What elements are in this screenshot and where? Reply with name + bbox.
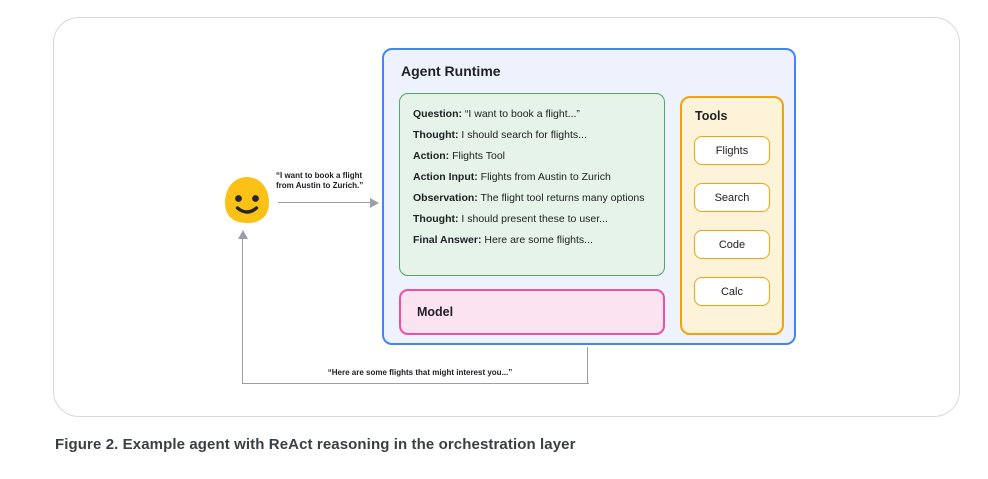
trace-line-action-input: Action Input: Flights from Austin to Zur… [413,167,651,188]
tools-title: Tools [695,109,728,123]
trace-line-final-answer: Final Answer: Here are some flights... [413,230,651,251]
trace-label: Action Input: [413,171,478,183]
tool-button-code: Code [694,230,770,259]
agent-runtime-title: Agent Runtime [401,63,501,79]
model-label: Model [417,305,454,319]
trace-text: I should search for flights... [461,129,587,141]
trace-text: The flight tool returns many options [480,192,645,204]
trace-label: Question: [413,108,462,120]
trace-text: Here are some flights... [484,234,593,246]
agent-response-label: “Here are some flights that might intere… [327,368,513,377]
trace-text: Flights from Austin to Zurich [480,171,611,183]
trace-line-action: Action: Flights Tool [413,146,651,167]
trace-line-thought2: Thought: I should present these to user.… [413,209,651,230]
trace-line-question: Question: “I want to book a flight...” [413,104,651,125]
tool-button-calc: Calc [694,277,770,306]
trace-label: Thought: [413,129,459,141]
response-arrow-head-icon [237,230,248,239]
trace-label: Action: [413,150,450,162]
trace-text: I should present these to user... [461,213,608,225]
response-arrow-drop-segment [587,347,588,384]
user-emoji-icon [225,177,269,223]
model-box: Model [399,289,665,335]
tools-list: Flights Search Code Calc [682,136,782,306]
user-request-label: “I want to book a flight from Austin to … [276,171,382,191]
trace-label: Observation: [413,192,478,204]
tool-button-flights: Flights [694,136,770,165]
figure-caption: Figure 2. Example agent with ReAct reaso… [55,436,576,453]
trace-text: Flights Tool [452,150,506,162]
trace-text: “I want to book a flight...” [464,108,580,120]
response-arrow-horizontal-segment [243,383,589,384]
agent-runtime-box: Agent Runtime Question: “I want to book … [382,48,796,345]
trace-label: Final Answer: [413,234,482,246]
request-arrow-head-icon [370,197,379,208]
user-request-line1: “I want to book a flight [276,171,363,180]
tool-button-search: Search [694,183,770,212]
trace-label: Thought: [413,213,459,225]
tools-panel: Tools Flights Search Code Calc [680,96,784,335]
response-arrow-rise-segment [242,239,243,384]
trace-line-observation: Observation: The flight tool returns man… [413,188,651,209]
trace-line-thought1: Thought: I should search for flights... [413,125,651,146]
react-trace-box: Question: “I want to book a flight...” T… [399,93,665,276]
user-request-line2: from Austin to Zurich.” [276,181,364,190]
request-arrow-line [278,202,372,203]
